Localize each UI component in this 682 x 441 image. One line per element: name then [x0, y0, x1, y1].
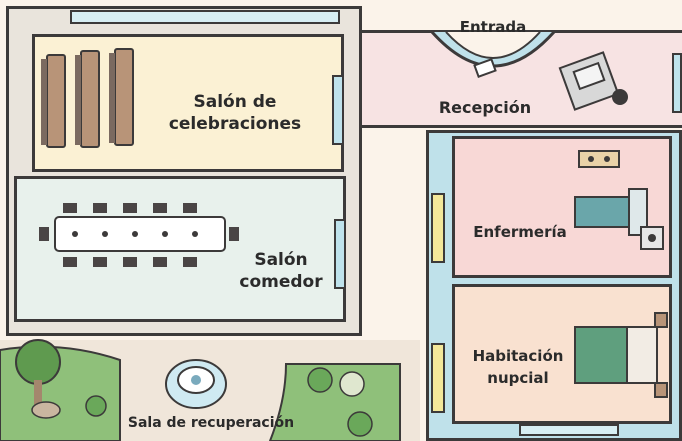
- room-habitacion-nupcial[interactable]: Habitación nupcial: [452, 284, 672, 424]
- window-icon: [70, 10, 340, 24]
- room-salon-celebraciones[interactable]: Salón de celebraciones: [32, 34, 344, 172]
- label-salon-comedor: Salón comedor: [239, 250, 323, 292]
- sink-icon: [578, 150, 620, 168]
- bench-icon: [41, 48, 134, 148]
- door-icon[interactable]: [672, 53, 682, 113]
- cabinet-icon: [640, 226, 664, 250]
- fountain-icon: [165, 359, 227, 409]
- double-bed-icon: [574, 312, 668, 398]
- hospital-bed-icon: [574, 188, 648, 236]
- door-icon[interactable]: [334, 219, 346, 289]
- garden-beds: [0, 339, 401, 441]
- label-recepcion: Recepción: [438, 98, 532, 117]
- room-recepcion[interactable]: Recepción: [362, 30, 682, 128]
- label-habitacion-nupcial: Habitación nupcial: [472, 347, 564, 387]
- entrance-arch[interactable]: [428, 0, 558, 80]
- label-enfermeria: Enfermería: [473, 223, 567, 241]
- room-salon-comedor[interactable]: Salón comedor: [14, 176, 346, 322]
- label-salon-celebraciones: Salón de celebraciones: [168, 92, 302, 134]
- bush-icon: [85, 367, 373, 437]
- room-sala-recuperacion[interactable]: Sala de recuperación: [0, 339, 420, 441]
- chair-icon: [39, 203, 239, 267]
- window-icon: [519, 424, 619, 436]
- label-entrada: Entrada: [459, 18, 527, 36]
- label-sala-recuperacion: Sala de recuperación: [127, 415, 295, 431]
- reception-desk-icon: [558, 51, 628, 111]
- tree-icon: [15, 339, 61, 419]
- dining-table-icon: [39, 203, 239, 267]
- window-icon: [431, 193, 445, 263]
- door-icon[interactable]: [332, 75, 344, 145]
- room-enfermeria[interactable]: Enfermería: [452, 136, 672, 278]
- window-icon: [431, 343, 445, 413]
